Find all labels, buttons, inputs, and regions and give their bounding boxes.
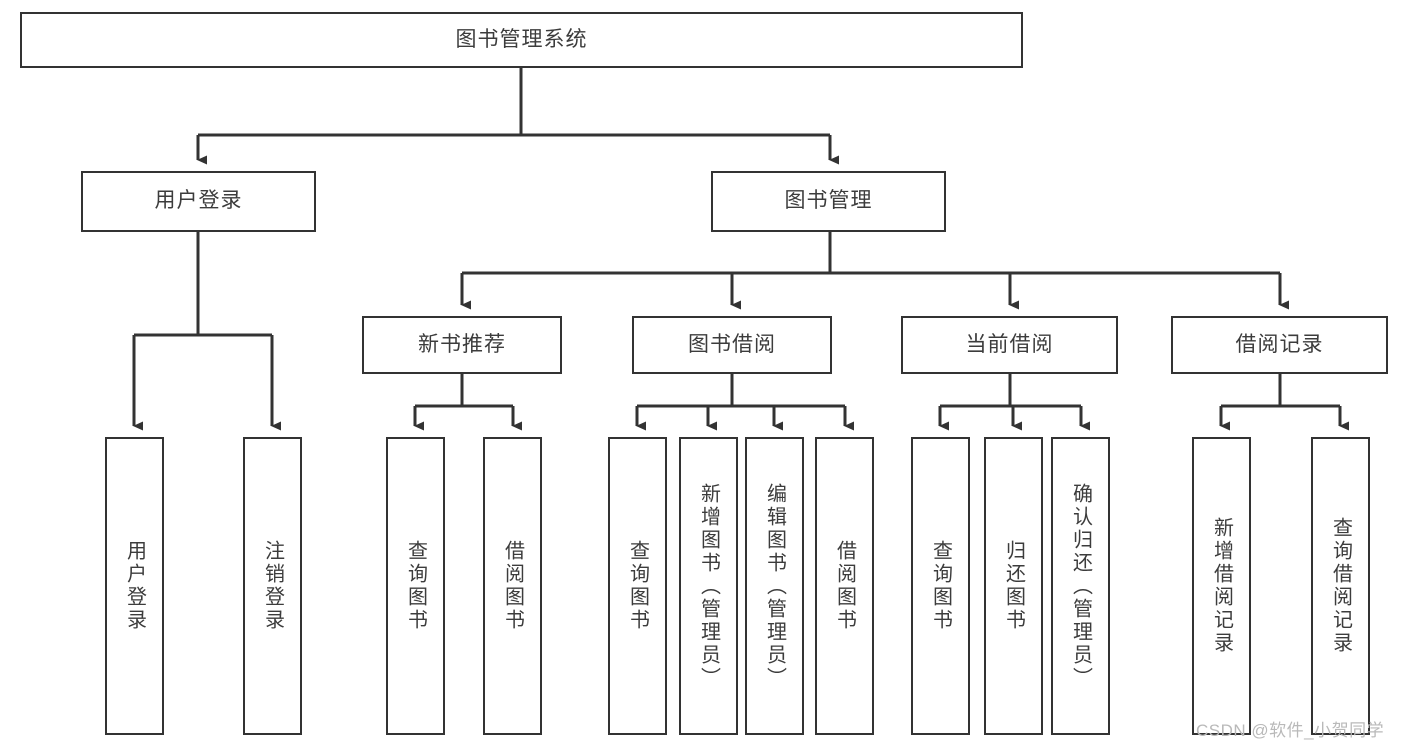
node-leaf-query-book-cur-label: 查询图书 — [929, 540, 952, 632]
node-leaf-edit-book-label: 编辑图书（管理员） — [763, 482, 786, 690]
edge-current-borrow-to-leaves — [938, 374, 1090, 431]
node-new-book-recommend[interactable]: 新书推荐 — [362, 316, 562, 374]
node-book-borrow[interactable]: 图书借阅 — [632, 316, 832, 374]
node-root[interactable]: 图书管理系统 — [20, 12, 1023, 68]
node-leaf-borrow-book-label: 借阅图书 — [833, 540, 856, 632]
node-user-login[interactable]: 用户登录 — [81, 171, 316, 232]
node-leaf-query-record-label: 查询借阅记录 — [1329, 517, 1352, 655]
node-leaf-borrow-book[interactable]: 借阅图书 — [815, 437, 874, 735]
node-leaf-logout-label: 注销登录 — [261, 540, 284, 632]
node-new-book-recommend-label: 新书推荐 — [418, 332, 506, 356]
node-book-manage[interactable]: 图书管理 — [711, 171, 946, 232]
node-leaf-user-login-label: 用户登录 — [123, 540, 146, 632]
edge-user-login-to-leaves — [132, 232, 281, 431]
node-leaf-add-book-label: 新增图书（管理员） — [697, 482, 720, 690]
node-leaf-add-record-label: 新增借阅记录 — [1210, 517, 1233, 655]
node-leaf-add-record[interactable]: 新增借阅记录 — [1192, 437, 1251, 735]
node-leaf-return-book[interactable]: 归还图书 — [984, 437, 1043, 735]
edge-book-borrow-to-leaves — [635, 374, 854, 431]
node-leaf-add-book[interactable]: 新增图书（管理员） — [679, 437, 738, 735]
node-borrow-record-label: 借阅记录 — [1235, 332, 1324, 356]
edge-new-book-recommend-to-leaves — [413, 374, 522, 431]
node-root-label: 图书管理系统 — [455, 27, 588, 51]
node-borrow-record[interactable]: 借阅记录 — [1171, 316, 1388, 374]
node-leaf-borrow-book-rec-label: 借阅图书 — [501, 540, 524, 632]
edge-book-manage-to-level2 — [460, 232, 1289, 310]
node-leaf-return-book-label: 归还图书 — [1002, 540, 1025, 632]
node-leaf-query-book-borrow-label: 查询图书 — [626, 540, 649, 632]
node-book-borrow-label: 图书借阅 — [688, 332, 776, 356]
node-leaf-user-login[interactable]: 用户登录 — [105, 437, 164, 735]
edge-root-to-level1 — [196, 68, 839, 165]
node-leaf-query-book-cur[interactable]: 查询图书 — [911, 437, 970, 735]
node-leaf-logout[interactable]: 注销登录 — [243, 437, 302, 735]
node-leaf-query-book-borrow[interactable]: 查询图书 — [608, 437, 667, 735]
node-current-borrow[interactable]: 当前借阅 — [901, 316, 1118, 374]
node-book-manage-label: 图书管理 — [784, 189, 873, 213]
node-leaf-query-book-rec-label: 查询图书 — [404, 540, 427, 632]
node-leaf-query-record[interactable]: 查询借阅记录 — [1311, 437, 1370, 735]
node-leaf-edit-book[interactable]: 编辑图书（管理员） — [745, 437, 804, 735]
node-leaf-query-book-rec[interactable]: 查询图书 — [386, 437, 445, 735]
node-leaf-confirm-return-label: 确认归还（管理员） — [1069, 482, 1092, 690]
edge-borrow-record-to-leaves — [1219, 374, 1349, 431]
node-leaf-confirm-return[interactable]: 确认归还（管理员） — [1051, 437, 1110, 735]
node-user-login-label: 用户登录 — [154, 189, 243, 213]
node-current-borrow-label: 当前借阅 — [965, 332, 1054, 356]
node-leaf-borrow-book-rec[interactable]: 借阅图书 — [483, 437, 542, 735]
